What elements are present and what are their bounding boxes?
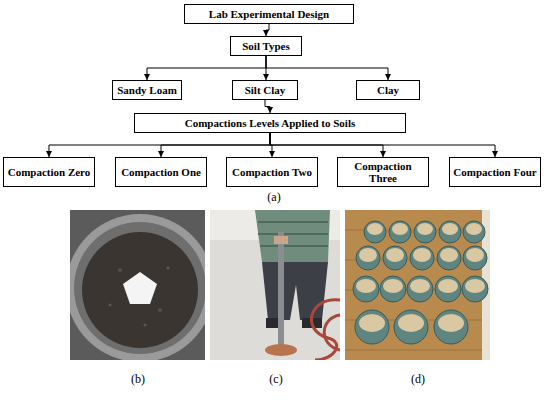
process-box: Compaction Zero xyxy=(3,157,95,187)
panel-label: (b) xyxy=(123,372,153,387)
box-text: Soil Types xyxy=(242,40,290,52)
box-text: Compaction Three xyxy=(340,160,426,184)
box-text: Sandy Loam xyxy=(117,84,177,96)
flow-arrow xyxy=(49,133,270,157)
panel-label: (d) xyxy=(403,372,433,387)
box-text: Compaction Two xyxy=(232,166,312,178)
flow-arrow xyxy=(266,56,388,80)
flow-arrow xyxy=(265,100,270,113)
soil-bucket-photo xyxy=(70,210,205,360)
box-text: Silt Clay xyxy=(245,84,286,96)
box-text: Compactions Levels Applied to Soils xyxy=(185,117,356,129)
process-box: Clay xyxy=(356,80,420,100)
process-box: Compactions Levels Applied to Soils xyxy=(134,113,406,133)
flow-arrow xyxy=(266,24,269,36)
flow-arrow xyxy=(147,56,266,80)
box-text: Lab Experimental Design xyxy=(209,8,329,20)
flow-arrow xyxy=(161,133,270,157)
process-box: Soil Types xyxy=(230,36,302,56)
process-box: Compaction Four xyxy=(449,157,541,187)
process-box: Compaction Three xyxy=(337,157,429,187)
process-box: Compaction Two xyxy=(226,157,318,187)
box-text: Compaction Four xyxy=(453,166,536,178)
compaction-photo xyxy=(210,210,340,360)
flow-arrow xyxy=(270,133,495,157)
box-text: Compaction One xyxy=(121,166,201,178)
flow-arrow xyxy=(270,133,272,157)
flow-arrow xyxy=(266,56,267,80)
jars-photo xyxy=(345,210,490,360)
process-box: Sandy Loam xyxy=(112,80,182,100)
panel-label: (a) xyxy=(259,190,289,205)
process-box: Lab Experimental Design xyxy=(184,4,354,24)
box-text: Clay xyxy=(377,84,399,96)
process-box: Silt Clay xyxy=(232,80,298,100)
process-box: Compaction One xyxy=(115,157,207,187)
panel-label: (c) xyxy=(261,372,291,387)
flow-arrow xyxy=(270,133,383,157)
box-text: Compaction Zero xyxy=(8,166,91,178)
